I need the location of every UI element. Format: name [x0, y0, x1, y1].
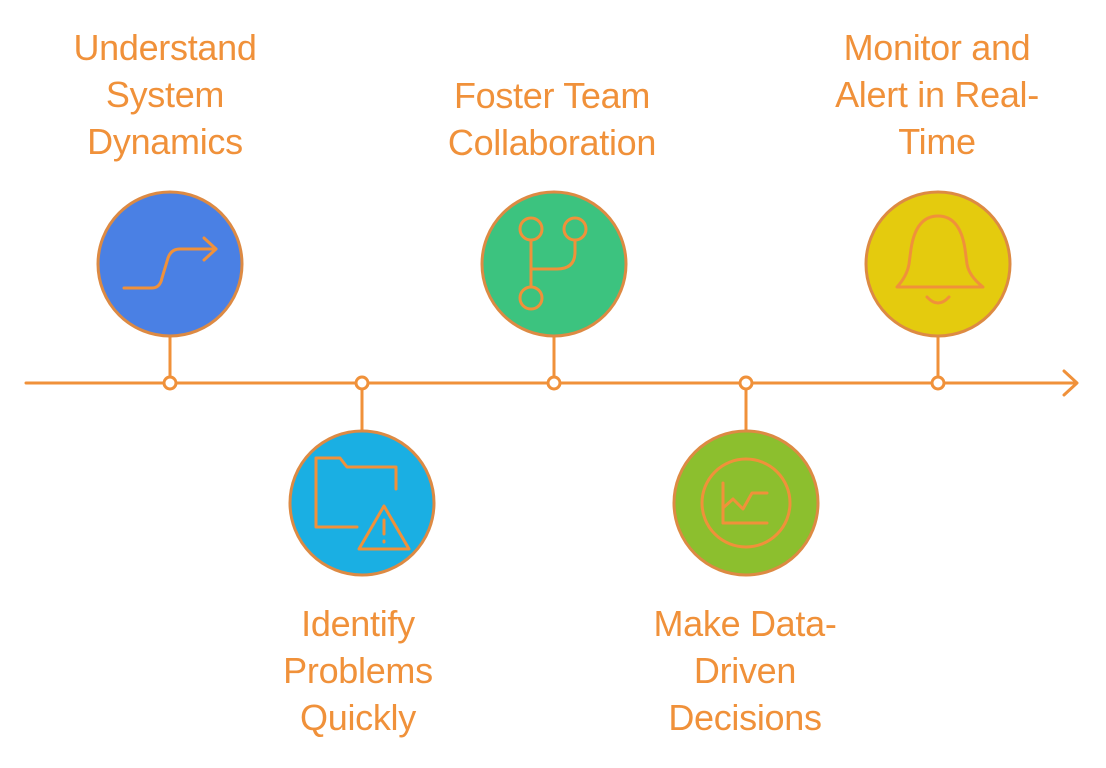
timeline-dot-5: [930, 375, 946, 391]
branch-icon: [518, 216, 588, 311]
milestone-label-foster-team-collaboration: Foster Team Collaboration: [447, 75, 657, 163]
milestone-circle-5: [864, 190, 1012, 338]
timeline-dot-2: [354, 375, 370, 391]
timeline-dot-3: [546, 375, 562, 391]
milestone-label-make-data-driven-decisions: Make Data- Driven Decisions: [653, 603, 837, 738]
milestone-circle-1: [96, 190, 244, 338]
milestone-label-understand-system-dynamics: Understand System Dynamics: [73, 27, 257, 162]
timeline-dot-4: [738, 375, 754, 391]
timeline-dot-1: [162, 375, 178, 391]
trend-arrow-icon: [122, 236, 218, 290]
bell-icon: [895, 214, 985, 305]
timeline-arrowhead: [1062, 369, 1079, 397]
milestone-label-identify-problems-quickly: Identify Problems Quickly: [283, 603, 433, 738]
chart-line-icon: [700, 457, 792, 549]
milestone-label-monitor-and-alert: Monitor and Alert in Real- Time: [835, 27, 1039, 162]
milestone-circle-2: [288, 429, 436, 577]
milestone-circle-3: [480, 190, 628, 338]
folder-warning-icon: [314, 456, 411, 551]
